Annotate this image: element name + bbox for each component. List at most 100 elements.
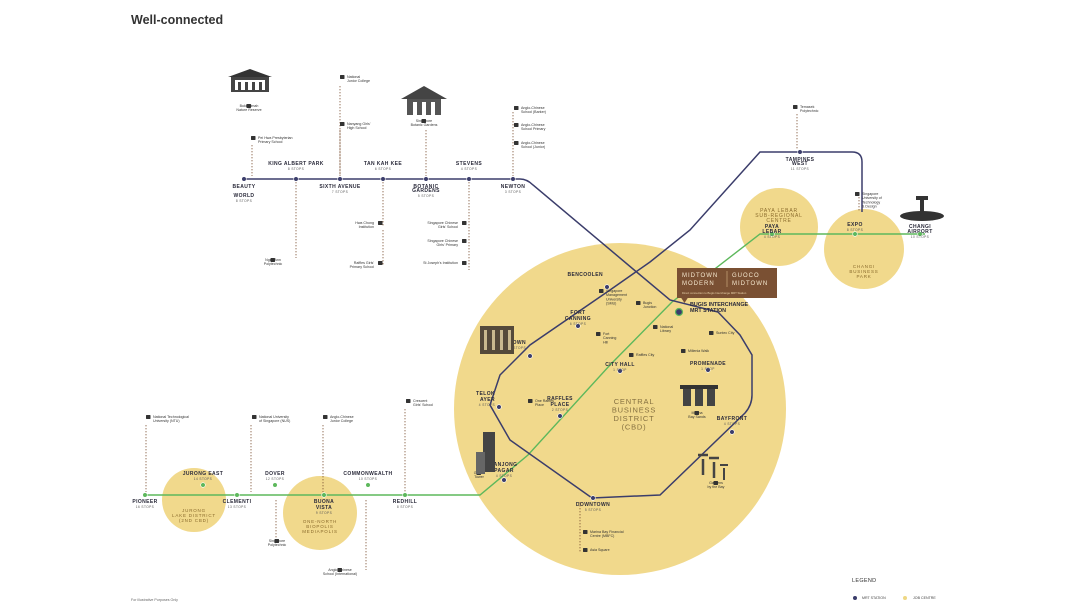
promo-box: MIDTOWN MODERN GUOCO MIDTOWN Direct conn…	[677, 268, 777, 298]
station-name: COMMONWEALTH	[343, 471, 392, 477]
landmark-text: Nature Reserve	[236, 108, 261, 112]
landmark-text: by the Bay	[708, 485, 725, 489]
station-bencoolen[interactable]: BENCOOLEN	[567, 272, 610, 290]
job-centre-label: DISTRICT	[614, 414, 655, 423]
promo-caption: Direct connection to Bugis Interchange M…	[682, 291, 747, 295]
school-icon	[653, 325, 658, 329]
landmark-text: & Design	[862, 205, 877, 209]
landmark-text: University of	[862, 196, 882, 200]
school-icon	[323, 415, 328, 419]
landmark-text: Singapore Chinese	[427, 221, 458, 225]
school-icon	[337, 568, 342, 572]
landmark-text: Nanyang Girls'	[347, 122, 371, 126]
station-stops: 4 STOPS	[479, 403, 495, 407]
school-icon	[793, 105, 798, 109]
station-stops: 8 STOPS	[236, 199, 252, 203]
station-dot	[797, 149, 803, 155]
station-name-2: GARDENS	[412, 188, 440, 194]
landmark-text: Ngee Ann	[265, 258, 281, 262]
station-stops: 9 STOPS	[316, 511, 332, 515]
landmark-text: One Raffles	[535, 399, 554, 403]
station-name: BAYFRONT	[717, 416, 748, 422]
interchange-line1: BUGIS INTERCHANGE	[690, 302, 749, 308]
bukit-timah-illustration	[228, 69, 272, 92]
station-dot	[466, 176, 472, 182]
station-name-2: WORLD	[234, 193, 255, 199]
station-name: PAYA	[765, 224, 779, 230]
school-icon	[251, 136, 256, 140]
school-icon	[246, 104, 251, 108]
station-dot	[272, 482, 278, 488]
station-name: CLEMENTI	[223, 499, 252, 505]
landmark-text: High School	[347, 126, 367, 130]
landmark-text: Suntec City	[716, 331, 735, 335]
station-name: CHANGI	[909, 224, 931, 230]
station-dot	[729, 429, 735, 435]
landmark-text: Anglo-Chinese	[521, 141, 545, 145]
school-icon	[599, 289, 604, 293]
landmark-text: Fort	[603, 332, 609, 336]
station-stops: 5 STOPS	[510, 346, 526, 350]
station-name-2: AYER	[480, 397, 495, 403]
station-dot	[617, 368, 623, 374]
landmark-text: Canning	[603, 336, 616, 340]
landmark-text: Technology	[862, 200, 880, 204]
station-stops: 8 STOPS	[847, 228, 863, 232]
station-name: RAFFLES	[547, 396, 573, 402]
station-dot	[769, 231, 775, 237]
station-name: NEWTON	[501, 184, 526, 190]
legend-mrt-dot	[853, 596, 857, 600]
landmark-text: Marina Bay Financial	[590, 530, 624, 534]
job-centre-label: BUSINESS	[849, 269, 878, 274]
station-dot	[496, 404, 502, 410]
job-centre-label: (CBD)	[622, 423, 647, 432]
landmark-text: Girls' School	[413, 403, 433, 407]
station-name: BENCOOLEN	[567, 272, 603, 278]
school-icon	[855, 192, 860, 196]
job-centre-label: ONE-NORTH	[303, 519, 337, 524]
station-name-2: PLACE	[551, 402, 570, 408]
landmark-text: Management	[606, 293, 627, 297]
school-icon	[378, 221, 383, 225]
landmark-text: Polytechnic	[800, 109, 819, 113]
legend-mrt-label: MRT STATION	[862, 596, 886, 600]
mbs-illustration	[680, 385, 718, 406]
landmark-text: Anglo-Chinese	[521, 106, 545, 110]
school-icon	[629, 353, 634, 357]
legend-job-dot	[903, 596, 907, 600]
landmark-text: Marina	[692, 411, 703, 415]
botanic-gardens-illustration	[401, 86, 447, 115]
station-name: STEVENS	[456, 161, 482, 167]
